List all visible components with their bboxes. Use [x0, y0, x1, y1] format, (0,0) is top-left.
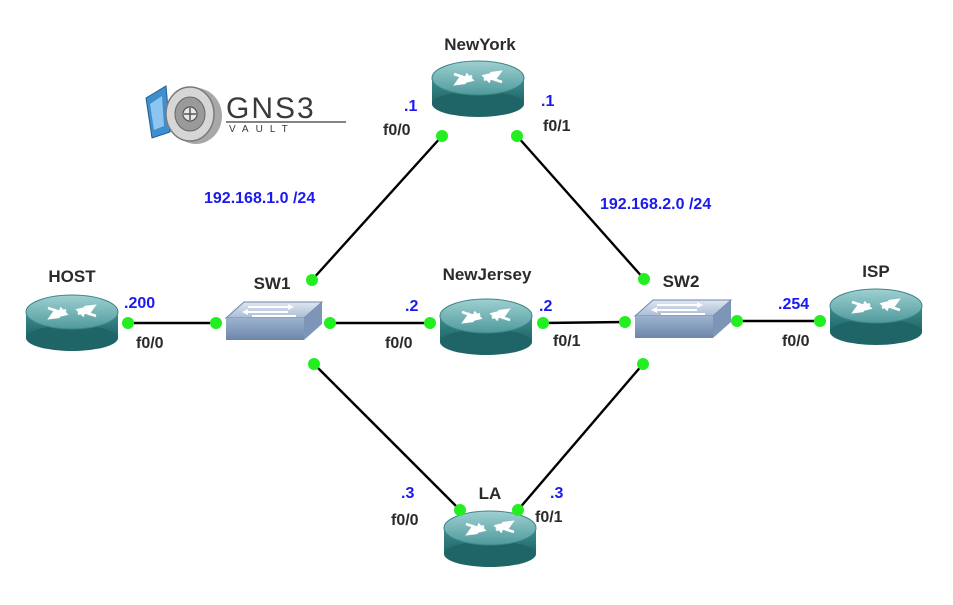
port-sw2-down — [637, 358, 649, 370]
port-newjersey-f00 — [424, 317, 436, 329]
port-host-f00 — [122, 317, 134, 329]
port-isp-f00 — [814, 315, 826, 327]
port-sw1-down — [308, 358, 320, 370]
gns3-vault-logo: GNS3 VAULT — [145, 85, 346, 144]
label-host: HOST — [48, 267, 96, 286]
port-sw1-left — [210, 317, 222, 329]
port-newyork-f00 — [436, 130, 448, 142]
port-la-f01 — [512, 504, 524, 516]
iface-newyork-f00: f0/0 — [383, 122, 411, 139]
iface-newyork-f01: f0/1 — [543, 118, 571, 135]
port-sw1-right — [324, 317, 336, 329]
ip-isp: .254 — [778, 296, 809, 313]
logo-sub-text: VAULT — [229, 124, 295, 135]
router-isp[interactable] — [828, 287, 924, 347]
label-isp: ISP — [862, 262, 889, 281]
router-newjersey[interactable] — [438, 297, 534, 357]
port-sw2-right — [731, 315, 743, 327]
label-newjersey: NewJersey — [443, 265, 532, 284]
port-la-f00 — [454, 504, 466, 516]
iface-host-f00: f0/0 — [136, 335, 164, 352]
label-sw2: SW2 — [663, 272, 700, 291]
ip-newyork-right: .1 — [541, 93, 554, 110]
port-sw2-up — [638, 273, 650, 285]
link-sw2-la — [517, 363, 644, 511]
ip-la-right: .3 — [550, 485, 563, 502]
port-sw2-left — [619, 316, 631, 328]
label-la: LA — [479, 484, 502, 503]
switch-sw2[interactable] — [634, 299, 732, 339]
iface-la-f01: f0/1 — [535, 509, 563, 526]
gns3-logo-icon — [145, 85, 222, 144]
iface-newjersey-f00: f0/0 — [385, 335, 413, 352]
link-newyork-sw1 — [311, 135, 443, 281]
iface-isp-f00: f0/0 — [782, 333, 810, 350]
port-newjersey-f01 — [537, 317, 549, 329]
network-label-192-168-1: 192.168.1.0 /24 — [204, 190, 315, 207]
logo-brand-text: GNS3 — [226, 92, 316, 125]
link-sw1-la — [313, 363, 461, 511]
link-newyork-sw2 — [516, 135, 645, 280]
iface-newjersey-f01: f0/1 — [553, 333, 581, 350]
ip-host: .200 — [124, 295, 155, 312]
label-newyork: NewYork — [444, 35, 516, 54]
iface-la-f00: f0/0 — [391, 512, 419, 529]
ip-newjersey-right: .2 — [539, 298, 552, 315]
port-newyork-f01 — [511, 130, 523, 142]
port-sw1-up — [306, 274, 318, 286]
link-newjersey-sw2 — [542, 320, 626, 325]
network-label-192-168-2: 192.168.2.0 /24 — [600, 196, 711, 213]
ip-newjersey-left: .2 — [405, 298, 418, 315]
ip-newyork-left: .1 — [404, 98, 417, 115]
router-la[interactable] — [442, 509, 538, 569]
label-sw1: SW1 — [254, 274, 291, 293]
router-newyork[interactable] — [430, 59, 526, 119]
router-host[interactable] — [24, 293, 120, 353]
switch-sw1[interactable] — [225, 301, 323, 341]
ip-la-left: .3 — [401, 485, 414, 502]
